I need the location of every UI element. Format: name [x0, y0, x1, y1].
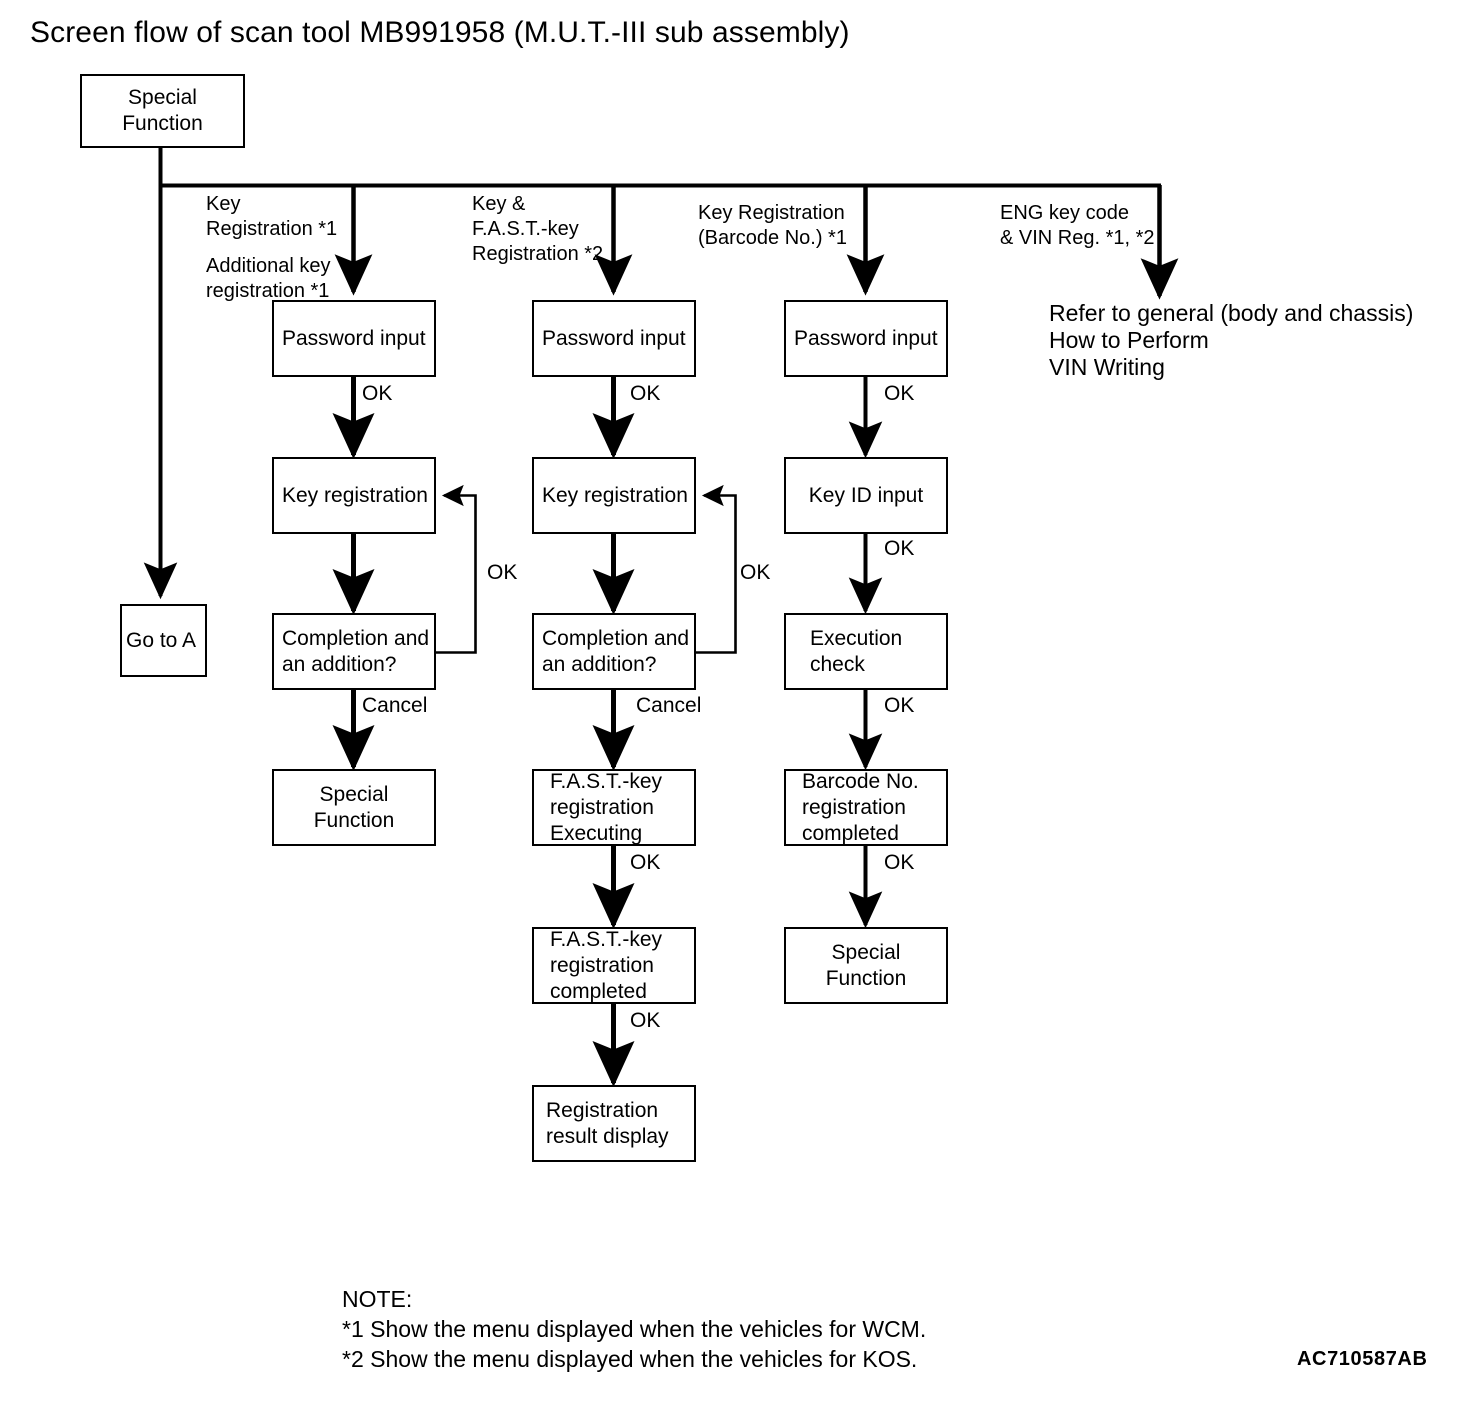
node-line: Completion and — [542, 626, 690, 650]
node-line: Function — [825, 966, 907, 990]
node-line: Special — [831, 940, 901, 964]
edge-label-c2-ok-loop: OK — [740, 561, 771, 584]
edge-label-c2-ok-3: OK — [630, 1009, 661, 1032]
branch-label-key-registration-barcode: Key Registration (Barcode No.) *1 — [698, 201, 847, 251]
node-line: F.A.S.T.-key — [550, 927, 663, 951]
refer-line: How to Perform — [1049, 327, 1209, 353]
node-line: check — [810, 652, 865, 676]
node-line: registration — [550, 795, 654, 819]
node-c2-fast-key-registration-completed[interactable]: F.A.S.T.-key registration completed — [532, 927, 696, 1004]
edge-label-c3-ok-3: OK — [884, 694, 915, 717]
node-line: Function — [122, 112, 203, 135]
edge-label-c3-ok-4: OK — [884, 851, 915, 874]
branch-line: registration *1 — [206, 280, 330, 302]
node-line: Password input — [794, 326, 938, 350]
node-line: an addition? — [282, 652, 397, 676]
node-line: completed — [550, 979, 647, 1003]
node-c1-key-registration[interactable]: Key registration — [272, 457, 436, 534]
note-item-2: *2 Show the menu displayed when the vehi… — [342, 1346, 918, 1372]
edge-label-c3-ok-2: OK — [884, 537, 915, 560]
node-c3-execution-check[interactable]: Execution check — [784, 613, 948, 690]
node-c2-completion-and-addition[interactable]: Completion and an addition? — [532, 613, 696, 690]
branch-line: (Barcode No.) *1 — [698, 227, 847, 249]
node-line: Executing — [550, 821, 643, 845]
node-line: Barcode No. — [802, 769, 919, 793]
refer-to-general-note: Refer to general (body and chassis) How … — [1049, 300, 1413, 381]
edge-label-c2-cancel: Cancel — [636, 694, 702, 717]
branch-line: ENG key code — [1000, 202, 1129, 224]
node-line: completed — [802, 821, 899, 845]
node-line: Function — [313, 808, 395, 832]
spacer — [206, 242, 337, 254]
refer-line: Refer to general (body and chassis) — [1049, 300, 1414, 326]
branch-label-key-and-fast-key: Key & F.A.S.T.-key Registration *2 — [472, 192, 603, 267]
edge-label-c2-ok-2: OK — [630, 851, 661, 874]
node-c3-key-id-input[interactable]: Key ID input — [784, 457, 948, 534]
node-c1-password-input[interactable]: Password input — [272, 300, 436, 377]
edge-label-c1-ok-loop: OK — [487, 561, 518, 584]
node-c2-fast-key-registration-executing[interactable]: F.A.S.T.-key registration Executing — [532, 769, 696, 846]
node-root-special-function[interactable]: Special Function — [80, 74, 245, 148]
node-line: Special — [319, 782, 389, 806]
refer-line: VIN Writing — [1049, 354, 1165, 380]
diagram-code: AC710587AB — [1297, 1348, 1428, 1370]
note-block: NOTE: *1 Show the menu displayed when th… — [342, 1284, 926, 1374]
node-c3-special-function[interactable]: Special Function — [784, 927, 948, 1004]
node-line: result display — [546, 1124, 669, 1148]
branch-line: F.A.S.T.-key — [472, 218, 579, 240]
node-line: Key ID input — [808, 483, 924, 507]
node-c1-completion-and-addition[interactable]: Completion and an addition? — [272, 613, 436, 690]
node-c3-password-input[interactable]: Password input — [784, 300, 948, 377]
page-title: Screen flow of scan tool MB991958 (M.U.T… — [30, 16, 850, 49]
node-c1-special-function[interactable]: Special Function — [272, 769, 436, 846]
branch-line: Key Registration — [698, 202, 845, 224]
branch-label-key-registration: Key Registration *1 Additional key regis… — [206, 192, 337, 304]
node-line: Special — [128, 86, 197, 109]
edge-label-c2-ok-1: OK — [630, 382, 661, 405]
branch-line: Key — [206, 193, 241, 215]
node-line: Registration — [546, 1098, 659, 1122]
branch-label-eng-key-code-vin: ENG key code & VIN Reg. *1, *2 — [1000, 201, 1155, 251]
note-item-1: *1 Show the menu displayed when the vehi… — [342, 1316, 927, 1342]
node-c2-registration-result-display[interactable]: Registration result display — [532, 1085, 696, 1162]
node-line: Completion and — [282, 626, 430, 650]
node-line: registration — [802, 795, 906, 819]
node-c3-barcode-no-registration-completed[interactable]: Barcode No. registration completed — [784, 769, 948, 846]
node-line: Password input — [542, 326, 686, 350]
node-line: F.A.S.T.-key — [550, 769, 663, 793]
branch-line: Registration *2 — [472, 243, 604, 265]
node-line: Execution — [810, 626, 903, 650]
node-line: Key registration — [542, 483, 688, 507]
node-line: an addition? — [542, 652, 657, 676]
node-line: Password input — [282, 326, 426, 350]
branch-line: Registration *1 — [206, 218, 338, 240]
node-go-to-a[interactable]: Go to A — [120, 604, 207, 677]
edge-label-c1-cancel: Cancel — [362, 694, 428, 717]
note-heading: NOTE: — [342, 1286, 413, 1312]
node-line: Go to A — [126, 628, 197, 652]
edge-label-c1-ok-1: OK — [362, 382, 393, 405]
branch-line: & VIN Reg. *1, *2 — [1000, 227, 1155, 249]
node-line: registration — [550, 953, 654, 977]
branch-line: Additional key — [206, 255, 331, 277]
branch-line: Key & — [472, 193, 526, 215]
node-line: Key registration — [282, 483, 428, 507]
node-c2-password-input[interactable]: Password input — [532, 300, 696, 377]
node-c2-key-registration[interactable]: Key registration — [532, 457, 696, 534]
edge-label-c3-ok-1: OK — [884, 382, 915, 405]
